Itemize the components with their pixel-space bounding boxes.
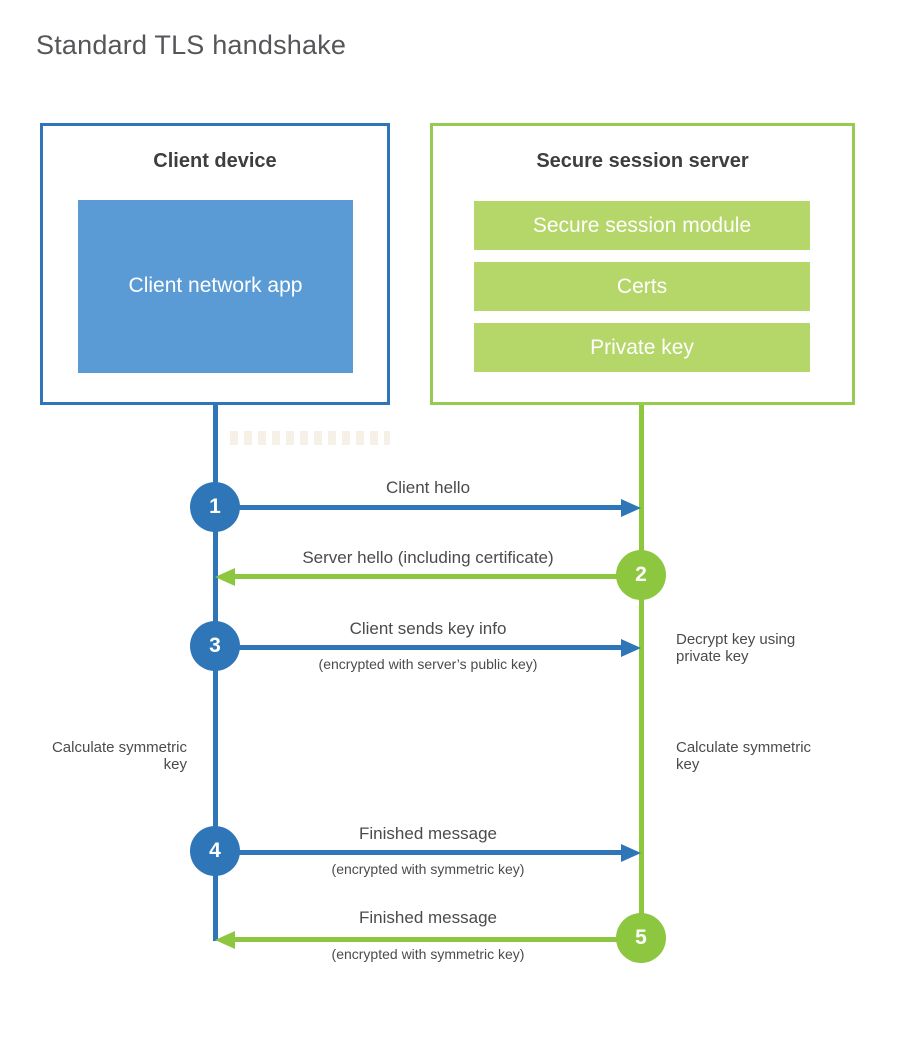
arrowhead-right-icon (621, 844, 641, 862)
step-number: 2 (635, 563, 647, 586)
client-network-app-label: Client network app (128, 274, 303, 298)
page-title: Standard TLS handshake (36, 30, 347, 60)
server-module-certs: Certs (474, 262, 810, 311)
secure-session-server-box: Secure session server Secure session mod… (430, 123, 855, 405)
message-label-client-hello: Client hello (385, 478, 471, 497)
message-label-finished-server: Finished message (359, 908, 497, 927)
client-network-app-module: Client network app (78, 200, 353, 373)
client-device-box: Client device Client network app (40, 123, 390, 405)
client-lifeline (213, 405, 218, 941)
message-label-client-key-info: Client sends key info (349, 619, 507, 638)
step-circle-3: 3 (190, 621, 240, 671)
step-number: 3 (209, 634, 221, 657)
step-number: 1 (209, 495, 221, 518)
note-calculate-symmetric-key-client: Calculate symmetric key (51, 739, 187, 773)
arrowhead-left-icon (215, 931, 235, 949)
server-module-private-key: Private key (474, 323, 810, 372)
message-sublabel-finished-server: (encrypted with symmetric key) (331, 946, 525, 962)
note-decrypt-key: Decrypt key using private key (676, 631, 796, 665)
server-lifeline (639, 405, 644, 938)
step-number: 5 (635, 926, 647, 949)
step-circle-4: 4 (190, 826, 240, 876)
server-module-secure-session: Secure session module (474, 201, 810, 250)
message-label-server-hello: Server hello (including certificate) (302, 548, 554, 567)
message-label-finished-client: Finished message (359, 824, 497, 843)
arrowhead-right-icon (621, 499, 641, 517)
arrow-shaft (215, 645, 623, 650)
step-circle-5: 5 (616, 913, 666, 963)
arrow-shaft (215, 505, 623, 510)
step-number: 4 (209, 839, 221, 862)
client-device-title: Client device (153, 150, 277, 172)
arrow-shaft (235, 937, 641, 942)
arrow-shaft (235, 574, 641, 579)
arrowhead-left-icon (215, 568, 235, 586)
faint-dashes-artifact (230, 431, 390, 445)
step-circle-2: 2 (616, 550, 666, 600)
note-calculate-symmetric-key-server: Calculate symmetric key (676, 739, 812, 773)
arrow-shaft (215, 850, 623, 855)
secure-session-server-title: Secure session server (536, 150, 749, 172)
arrowhead-right-icon (621, 639, 641, 657)
step-circle-1: 1 (190, 482, 240, 532)
message-sublabel-finished-client: (encrypted with symmetric key) (331, 861, 525, 877)
message-sublabel-client-key-info: (encrypted with server’s public key) (318, 656, 538, 672)
